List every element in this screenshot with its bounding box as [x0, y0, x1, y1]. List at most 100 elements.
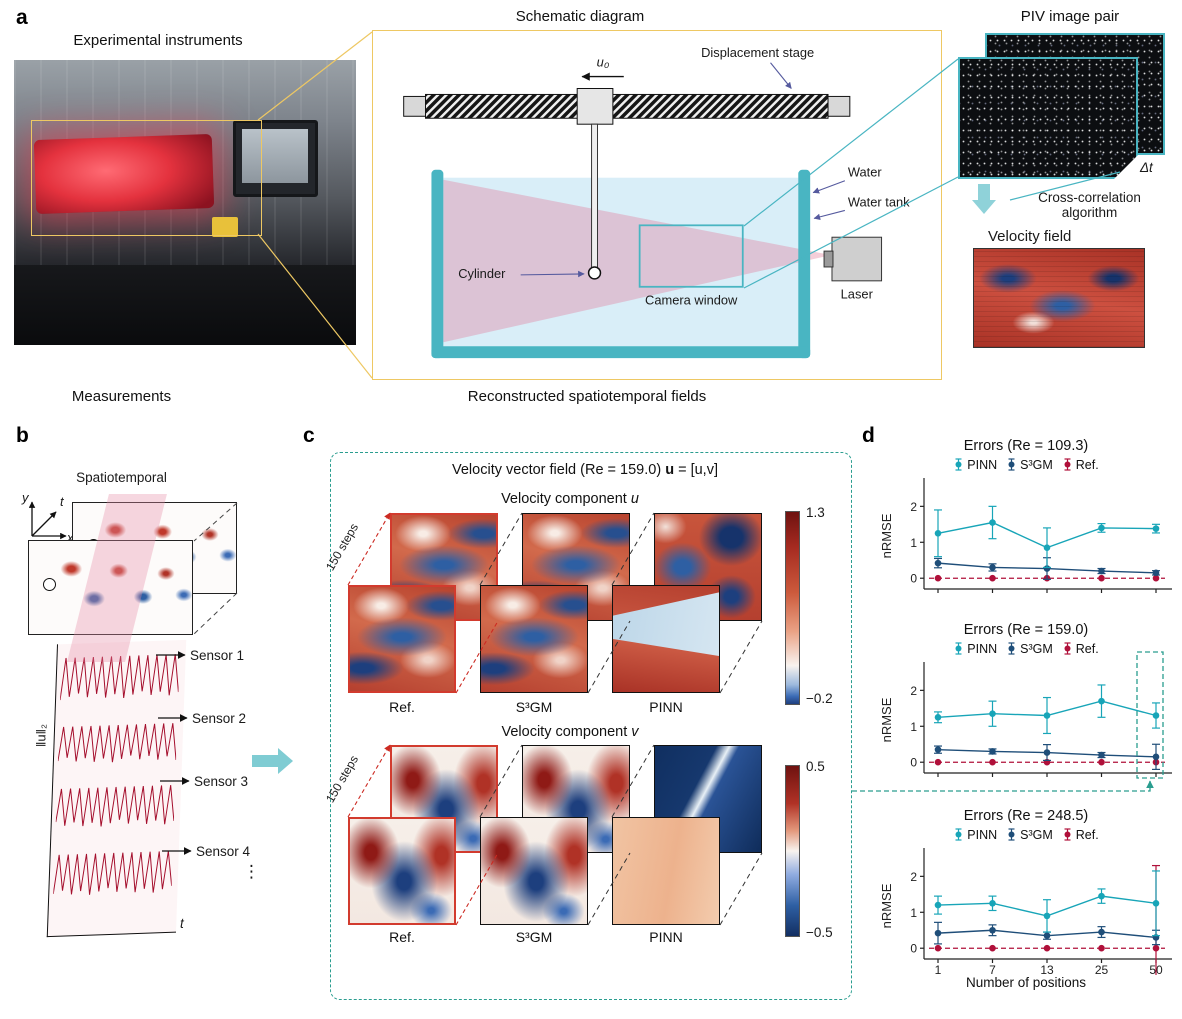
legend-label: S³GM	[1020, 827, 1053, 842]
rod	[591, 123, 599, 270]
svg-text:1: 1	[910, 906, 917, 920]
sensor-2-label: Sensor 2	[192, 711, 247, 726]
colorbar-v	[785, 765, 800, 937]
schematic-diagram: u₀ Displacement stage Water Water tank C…	[372, 30, 942, 380]
measurements-to-reconstruction-arrow-icon	[252, 748, 294, 774]
legend-label: PINN	[967, 641, 998, 656]
u-ref-front-image	[348, 585, 456, 693]
v-pinn-front-image	[612, 817, 720, 925]
legend-marker-icon	[1008, 642, 1015, 655]
panel-label-b: b	[16, 424, 29, 447]
colorbar-v-min: −0.5	[806, 925, 833, 940]
cross-correlation-label: Cross-correlation algorithm	[1038, 190, 1141, 220]
legend-item: Ref.	[1062, 457, 1099, 472]
chart-title: Errors (Re = 248.5)	[963, 808, 1089, 824]
colorbar-v-max: 0.5	[806, 759, 825, 774]
svg-text:0: 0	[910, 942, 917, 956]
cross-correlation-arrow-icon	[972, 184, 996, 214]
rail-right-cap	[827, 95, 851, 117]
legend-marker-icon	[1064, 458, 1071, 471]
legend-item: S³GM	[1006, 457, 1053, 472]
waveform-sensor-4	[52, 850, 173, 895]
legend-item: PINN	[953, 457, 997, 472]
legend-marker-icon	[1064, 828, 1071, 841]
sensor-4-label: Sensor 4	[196, 844, 251, 859]
tank-left-wall	[431, 169, 444, 359]
u-ref-label: Ref.	[389, 699, 415, 715]
legend-label: PINN	[967, 457, 998, 472]
y-axis-label: y	[21, 490, 30, 505]
snapshot-front	[28, 540, 193, 635]
cylinder-arrow-icon	[520, 270, 585, 278]
legend-item: Ref.	[1062, 827, 1099, 842]
water-fill	[443, 177, 799, 349]
reconstruction-box	[330, 452, 852, 1000]
panel-label-a: a	[16, 6, 28, 29]
svg-text:0: 0	[910, 756, 917, 770]
v-pinn-label: PINN	[649, 929, 683, 945]
svg-text:13: 13	[1040, 963, 1054, 975]
rail	[425, 93, 829, 119]
v-ref-label: Ref.	[389, 929, 415, 945]
svg-text:1: 1	[935, 963, 942, 975]
legend-marker-icon	[1064, 642, 1071, 655]
u-s3gm-front-image	[480, 585, 588, 693]
chart-title: Errors (Re = 159.0)	[963, 622, 1089, 638]
v-s3gm-front-image	[480, 817, 588, 925]
xyt-axes: y t x	[21, 490, 74, 544]
cylinder-marker	[43, 578, 56, 592]
u0-label: u₀	[597, 55, 610, 70]
legend-item: S³GM	[1006, 827, 1053, 842]
component-v-title: Velocity component v	[501, 724, 639, 740]
waveform-sensor-2	[57, 723, 177, 763]
photo-table	[14, 265, 356, 345]
piv-corner-fold	[1114, 155, 1138, 179]
legend-marker-icon	[955, 458, 962, 471]
field-title: Velocity vector field (Re = 159.0) u = […	[340, 462, 830, 478]
laser-lens	[823, 250, 834, 268]
field-title-u: u	[665, 462, 675, 478]
u-pinn-front-image	[612, 585, 720, 693]
velocity-field-image	[973, 248, 1145, 348]
measurements-title: Measurements	[71, 388, 172, 405]
svg-text:0: 0	[910, 572, 917, 586]
legend-label: Ref.	[1075, 641, 1099, 656]
piv-title: PIV image pair	[1020, 8, 1120, 25]
cylinder-dot	[587, 266, 602, 280]
v-ref-front-image	[348, 817, 456, 925]
cylinder-label: Cylinder	[458, 266, 506, 281]
tank-right-wall	[798, 169, 811, 359]
legend-marker-icon	[1008, 458, 1015, 471]
displacement-stage-label: Displacement stage	[701, 45, 814, 60]
water-tank-arrow-icon	[813, 209, 846, 221]
legend-item: PINN	[953, 827, 997, 842]
panel-label-d: d	[862, 424, 875, 447]
chart-legend: PINN S³GM Ref.	[953, 826, 1099, 843]
t-axis-label-triad: t	[60, 494, 65, 509]
photo-title: Experimental instruments	[73, 32, 243, 49]
panel-c-title: Reconstructed spatiotemporal fields	[467, 388, 707, 405]
velocity-norm-label: ‖u‖₂	[33, 723, 49, 748]
schematic-title: Schematic diagram	[515, 8, 645, 25]
dt-label: Δt	[1140, 160, 1153, 175]
svg-text:nRMSE: nRMSE	[879, 513, 894, 558]
rail-left-cap	[403, 95, 426, 117]
waveform-sensor-3	[55, 785, 175, 827]
laser-sheet	[443, 179, 831, 343]
svg-text:2: 2	[910, 684, 917, 698]
svg-text:25: 25	[1095, 963, 1109, 975]
spatiotemporal-label: Spatiotemporal	[76, 470, 167, 485]
chart-legend: PINN S³GM Ref.	[953, 456, 1099, 473]
legend-marker-icon	[1008, 828, 1015, 841]
x-axis-title: Number of positions	[965, 975, 1087, 990]
chart-title: Errors (Re = 109.3)	[963, 438, 1089, 454]
experimental-photo	[14, 60, 356, 345]
piv-image-front	[958, 57, 1138, 179]
sensor-ellipsis: ⋮	[243, 862, 260, 881]
photo-highlight-box	[31, 119, 263, 236]
colorbar-u-min: −0.2	[806, 691, 833, 706]
